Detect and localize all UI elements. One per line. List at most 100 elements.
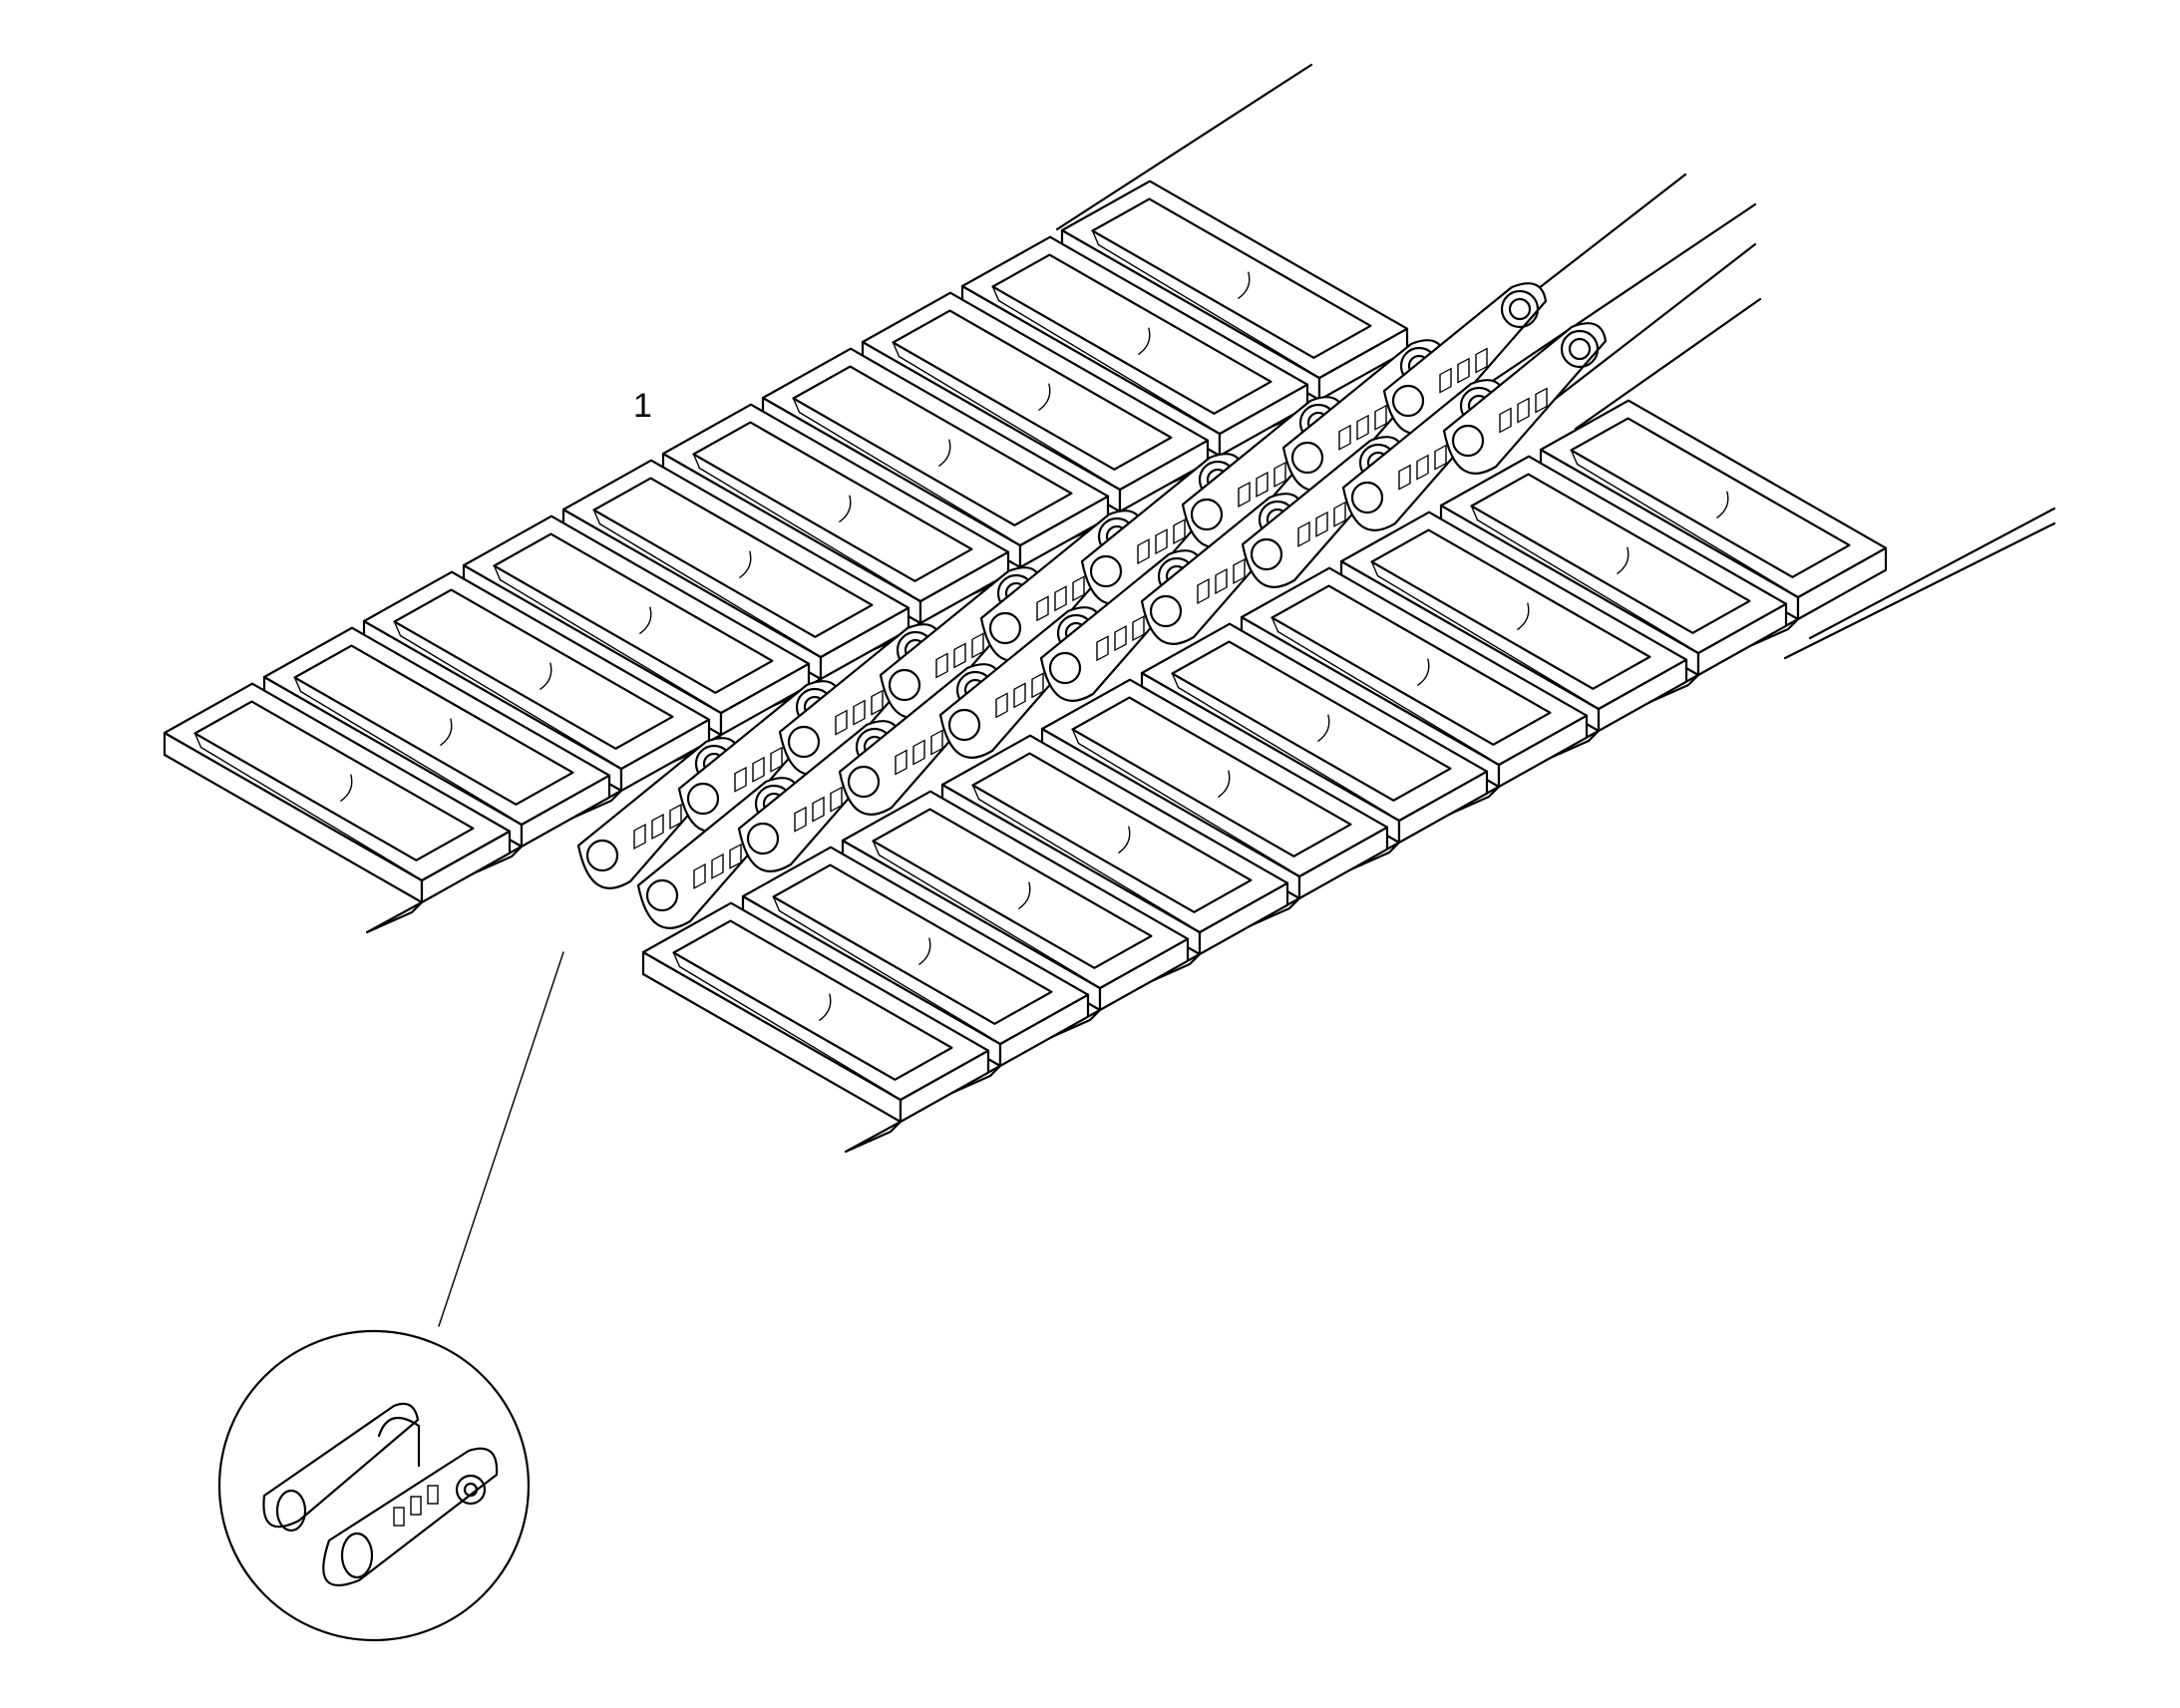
link-window	[1297, 520, 1310, 547]
link-pin-hole	[888, 668, 921, 702]
detail-pin-hole-front	[340, 1532, 374, 1579]
shoe-pocket-floor	[997, 299, 1212, 429]
shoe-top-face	[841, 790, 1190, 990]
shoe-pocket-curve	[1238, 271, 1251, 299]
shoe-pocket-floor	[598, 522, 813, 652]
shoe-pocket-edge	[393, 620, 402, 637]
shoe-top-face	[1040, 678, 1389, 878]
shoe-pocket-curve	[918, 937, 931, 965]
link-window	[729, 843, 742, 869]
shoe-top-face	[940, 734, 1289, 934]
shoe-pocket	[872, 808, 1153, 969]
shoe-pocket-curve	[839, 495, 852, 522]
link-window	[1114, 625, 1127, 652]
shoe-pocket-floor	[898, 355, 1112, 485]
link-window	[930, 729, 943, 756]
detail-link	[262, 1402, 499, 1586]
shoe-pocket-edge	[991, 285, 1000, 302]
shoe-pocket	[1271, 584, 1552, 746]
link-window	[1535, 387, 1548, 414]
shoe-pocket-floor	[698, 467, 912, 596]
shoe-top-face	[661, 403, 1010, 603]
shoe-top-face	[741, 846, 1090, 1046]
detail-bushing	[455, 1474, 487, 1506]
link-window	[1173, 518, 1186, 545]
shoe-pocket-edge	[193, 732, 202, 749]
link-window	[1398, 464, 1411, 491]
shoe-top-face	[462, 514, 811, 715]
link-pin-hole	[847, 765, 881, 799]
shoe-pocket-edge	[293, 676, 302, 693]
shoe-pocket-floor	[1376, 574, 1591, 704]
shoe-pocket-edge	[1071, 728, 1080, 745]
shoe-pocket-edge	[772, 895, 781, 912]
shoe-pocket-curve	[739, 550, 752, 578]
link-window	[971, 632, 984, 659]
shoe-pocket-curve	[440, 718, 453, 746]
shoe-pocket-edge	[792, 397, 801, 414]
shoe-top-face	[163, 682, 512, 882]
shoe-pocket	[692, 421, 973, 582]
shoe-pocket-floor	[778, 909, 992, 1039]
link-window	[1137, 538, 1150, 565]
shoe-pocket	[193, 700, 475, 861]
detail-pin-hole-back	[275, 1489, 307, 1533]
link-window	[812, 796, 825, 823]
shoe-top-face	[1339, 511, 1688, 711]
shoe-pocket-curve	[1118, 826, 1131, 854]
link-window	[1072, 575, 1085, 602]
left-track-shoes	[163, 179, 1409, 934]
link-window	[1416, 454, 1429, 481]
shoe-grouser	[365, 900, 424, 934]
shoe-pocket-curve	[1317, 714, 1330, 742]
shoe-pocket	[672, 919, 953, 1081]
link-pin-hole	[1451, 424, 1485, 458]
shoe-pocket-floor	[977, 798, 1192, 927]
link-window	[1439, 367, 1452, 394]
link-window	[912, 739, 925, 766]
link-bushing-inner	[1568, 337, 1592, 361]
link-window	[1155, 528, 1168, 555]
link-window	[770, 746, 783, 773]
link-bushing	[1560, 329, 1600, 369]
link-bushing-inner	[1508, 297, 1532, 321]
link-window	[1132, 615, 1145, 642]
link-pin-hole	[1350, 481, 1384, 514]
shoe-pocket-curve	[1038, 383, 1051, 411]
link-detail-circle	[217, 1329, 531, 1642]
link-pin-hole	[787, 725, 821, 759]
shoe-pocket	[971, 752, 1253, 913]
link-pin-hole	[1048, 651, 1082, 685]
link-window	[1238, 481, 1251, 508]
shoe-pocket-curve	[938, 439, 951, 467]
shoe-pocket-edge	[592, 509, 601, 525]
link-window	[1054, 585, 1067, 612]
shoe-pocket-edge	[692, 453, 701, 470]
link-window	[1475, 347, 1488, 374]
link-window	[830, 786, 843, 813]
shoe-pocket-edge	[1091, 229, 1100, 246]
shoe-pocket	[991, 253, 1272, 415]
shoe-pocket-floor	[299, 690, 514, 820]
link-window	[953, 642, 966, 669]
shoe-top-face	[1539, 399, 1888, 599]
shoe-pocket-floor	[678, 965, 893, 1095]
shoe-pocket-curve	[1018, 881, 1031, 909]
shoe-pocket	[1171, 640, 1452, 802]
link-pin-hole	[746, 822, 780, 855]
shoe-pocket-curve	[1716, 491, 1729, 518]
shoe-pocket-edge	[971, 784, 980, 801]
shoe-pocket-curve	[1517, 602, 1530, 630]
link-window	[693, 862, 706, 889]
shoe-pocket-floor	[199, 746, 414, 875]
link-window	[1374, 404, 1387, 431]
detail-front-plate	[322, 1447, 499, 1586]
link-window	[853, 699, 866, 726]
shoe-pocket-curve	[1417, 658, 1430, 686]
link-window	[1031, 672, 1044, 699]
shoe-pocket-edge	[872, 840, 881, 856]
shoe-top-face	[641, 901, 990, 1102]
link-window	[995, 692, 1008, 719]
shoe-pocket-floor	[1177, 686, 1391, 816]
link-pin-hole	[1149, 594, 1183, 628]
